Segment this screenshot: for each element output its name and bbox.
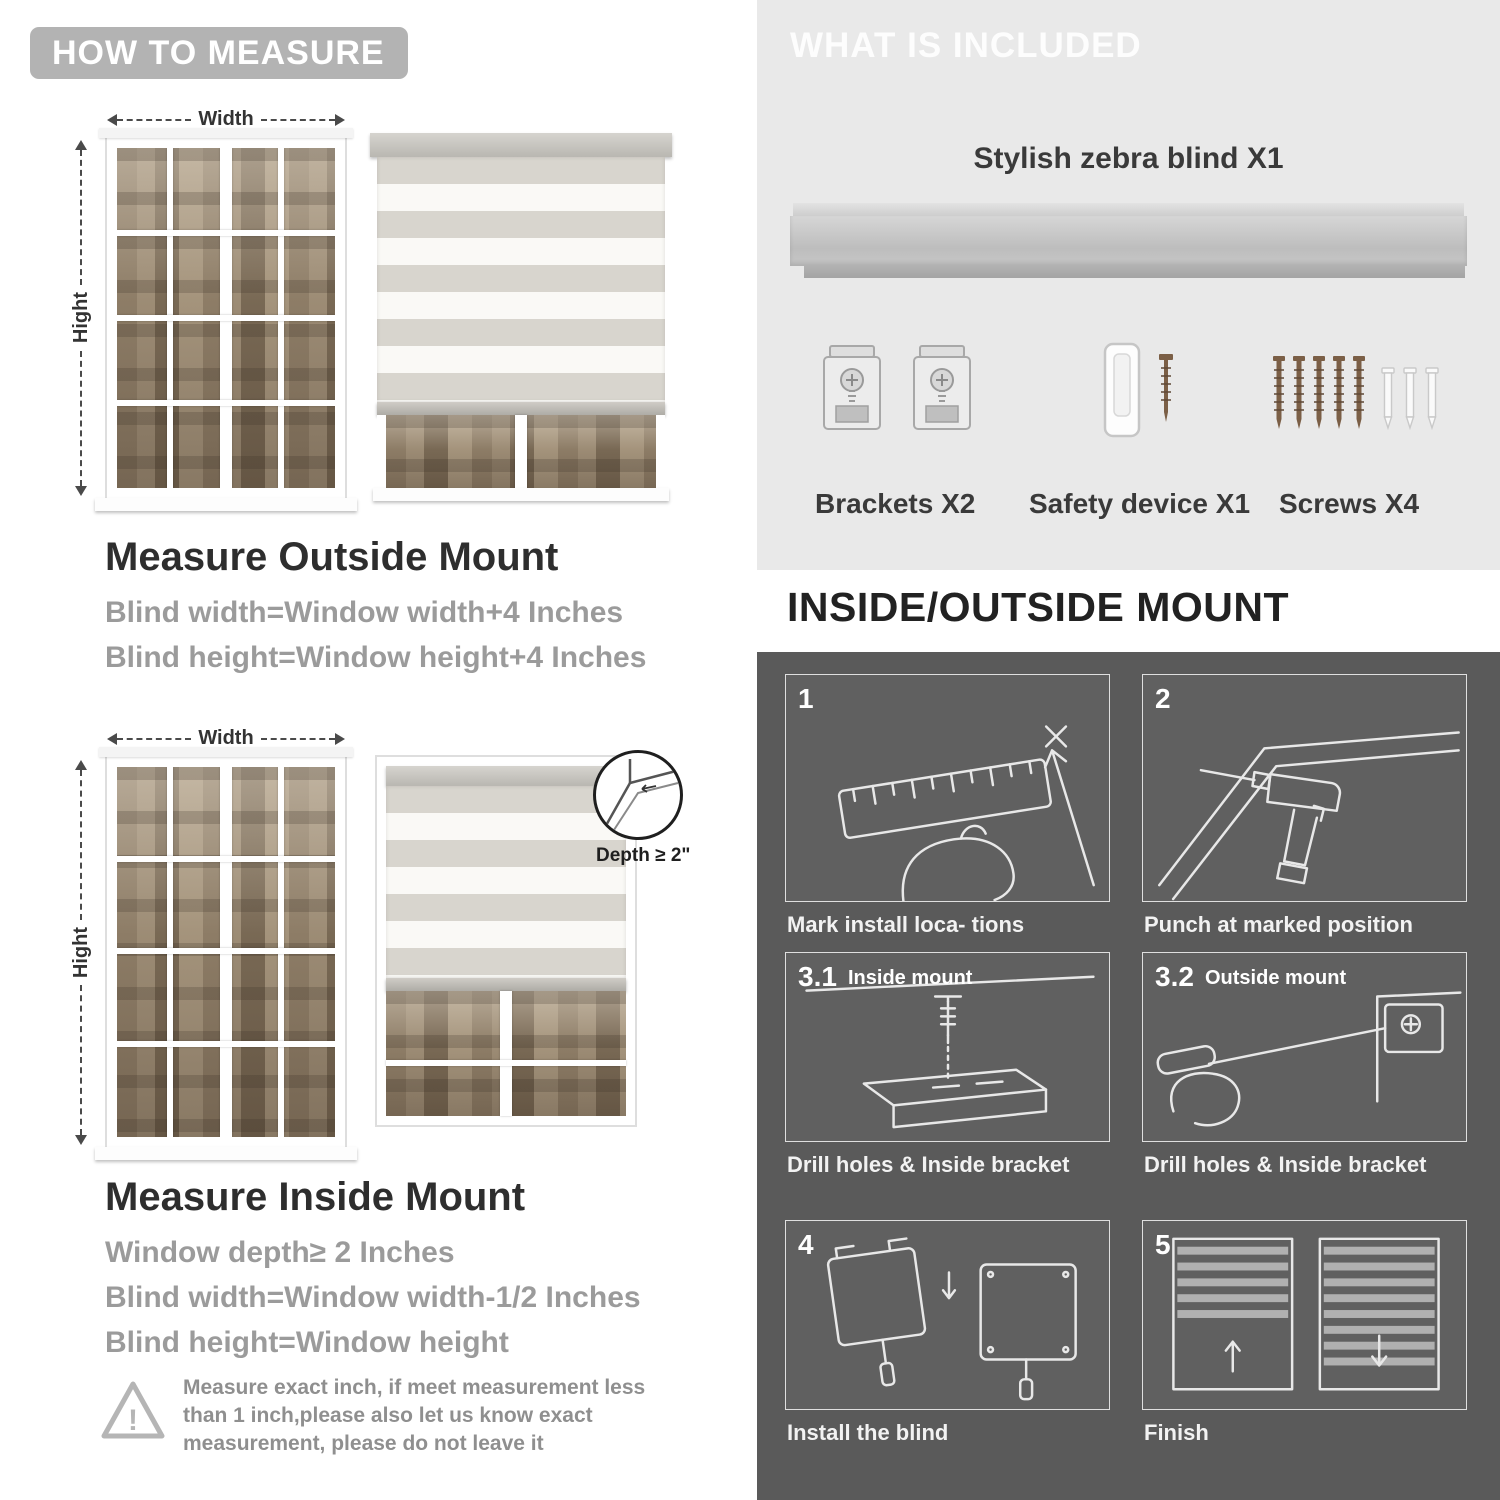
blind-top-rail	[386, 766, 626, 786]
arrow-up-icon	[75, 140, 87, 150]
step-number: 2	[1155, 683, 1171, 714]
outside-bracket-illustration	[1156, 991, 1462, 1127]
measure-note-line2: than 1 inch,please also let us know exac…	[183, 1404, 593, 1427]
blind-top-rail	[370, 133, 672, 157]
warning-triangle-icon: !	[98, 1378, 168, 1444]
mark-locations-illustration	[837, 725, 1095, 901]
blind-bottom-rail	[377, 402, 665, 415]
step-4-box: 4	[785, 1220, 1110, 1410]
window-sill	[373, 488, 669, 501]
blind-stripes	[377, 157, 665, 402]
window-below-blind	[386, 991, 626, 1116]
step-5-caption: Finish	[1144, 1420, 1209, 1445]
measure-note-line1: Measure exact inch, if meet measurement …	[183, 1376, 646, 1399]
inside-outside-mount-header: INSIDE/OUTSIDE MOUNT	[787, 584, 1290, 630]
measure-note-line3: measurement, please do not leave it	[183, 1432, 544, 1455]
step-5-box: 5	[1142, 1220, 1467, 1410]
outside-rule-height: Blind height=Window height+4 Inches	[105, 641, 647, 674]
inside-rule-width: Blind width=Window width-1/2 Inches	[105, 1281, 641, 1314]
width-label: Width	[198, 108, 254, 130]
step-2-caption: Punch at marked position	[1144, 912, 1413, 937]
height-label: Hight	[69, 926, 92, 979]
window-below-blind	[373, 415, 669, 501]
window-illustration-outside	[95, 128, 357, 511]
brackets-label: Brackets X2	[815, 488, 976, 519]
window-sill	[95, 1147, 357, 1160]
inside-height-dimension: Hight	[68, 760, 94, 1145]
finished-blinds-illustration	[1172, 1237, 1440, 1391]
step-2-box: 2	[1142, 674, 1467, 902]
inside-width-dimension: Width	[107, 727, 346, 750]
arrow-down-icon	[75, 1135, 87, 1145]
outside-rule-width: Blind width=Window width+4 Inches	[105, 596, 624, 629]
window-sill	[95, 498, 357, 511]
window-glass	[117, 767, 335, 1137]
exclamation-glyph: !	[128, 1404, 138, 1437]
step-number: 3.1	[798, 961, 837, 992]
safety-device-label: Safety device X1	[1029, 488, 1251, 519]
blind-bottom-rail	[386, 978, 626, 991]
step-3-1-caption: Drill holes & Inside bracket	[787, 1152, 1070, 1177]
outside-mount-title: Measure Outside Mount	[105, 535, 559, 579]
step-number: 3.2	[1155, 961, 1194, 992]
step-number: 5	[1155, 1229, 1171, 1260]
window-corner-detail	[602, 759, 679, 834]
screws-illustration	[1269, 350, 1454, 450]
inside-mount-label: Inside mount	[848, 967, 973, 989]
blind-stripes	[386, 786, 626, 978]
what-is-included-header: WHAT IS INCLUDED	[790, 26, 1142, 65]
window-lintel	[99, 747, 353, 757]
zebra-blind-inside-illustration	[377, 757, 635, 1125]
window-illustration-inside	[95, 747, 357, 1160]
outside-mount-label: Outside mount	[1205, 967, 1347, 989]
screws-label: Screws X4	[1279, 488, 1420, 519]
depth-callout-circle	[593, 750, 683, 840]
step-3-2-box: 3.2 Outside mount	[1142, 952, 1467, 1142]
how-to-measure-header: HOW TO MEASURE	[30, 27, 408, 79]
outside-width-dimension: Width	[107, 108, 346, 131]
arrow-right-icon	[335, 732, 346, 745]
arrow-up-icon	[75, 760, 87, 770]
inside-mount-title: Measure Inside Mount	[105, 1175, 526, 1219]
step-3-1-box: 3.1 Inside mount	[785, 952, 1110, 1142]
step-number: 4	[798, 1229, 814, 1260]
step-number: 1	[798, 683, 814, 714]
arrow-left-icon	[107, 732, 117, 745]
arrow-down-icon	[75, 486, 87, 496]
inside-rule-height: Blind height=Window height	[105, 1326, 509, 1359]
width-label: Width	[198, 727, 254, 749]
inside-bracket-illustration	[805, 975, 1095, 1129]
outside-height-dimension: Hight	[68, 140, 94, 496]
step-1-caption: Mark install loca- tions	[787, 912, 1025, 937]
zebra-blind-product-label: Stylish zebra blind X1	[973, 142, 1284, 175]
step-3-2-caption: Drill holes & Inside bracket	[1144, 1152, 1427, 1177]
brackets-illustration	[812, 342, 982, 462]
mount-steps-panel: 1 2	[757, 652, 1500, 1500]
arrow-left-icon	[107, 113, 117, 126]
zebra-blind-outside-illustration	[370, 133, 672, 501]
drill-illustration	[1158, 731, 1460, 901]
window-lintel	[99, 128, 353, 138]
safety-device-illustration	[1087, 338, 1202, 458]
step-1-box: 1	[785, 674, 1110, 902]
window-glass	[117, 148, 335, 488]
install-blind-illustration	[826, 1237, 1077, 1401]
depth-label: Depth ≥ 2"	[596, 845, 691, 866]
what-is-included-panel: WHAT IS INCLUDED Stylish zebra blind X1	[757, 0, 1500, 570]
height-label: Hight	[69, 292, 92, 344]
inside-rule-depth: Window depth≥ 2 Inches	[105, 1236, 455, 1269]
blind-headrail-illustration	[790, 203, 1467, 278]
step-4-caption: Install the blind	[787, 1420, 949, 1445]
arrow-right-icon	[335, 113, 346, 126]
